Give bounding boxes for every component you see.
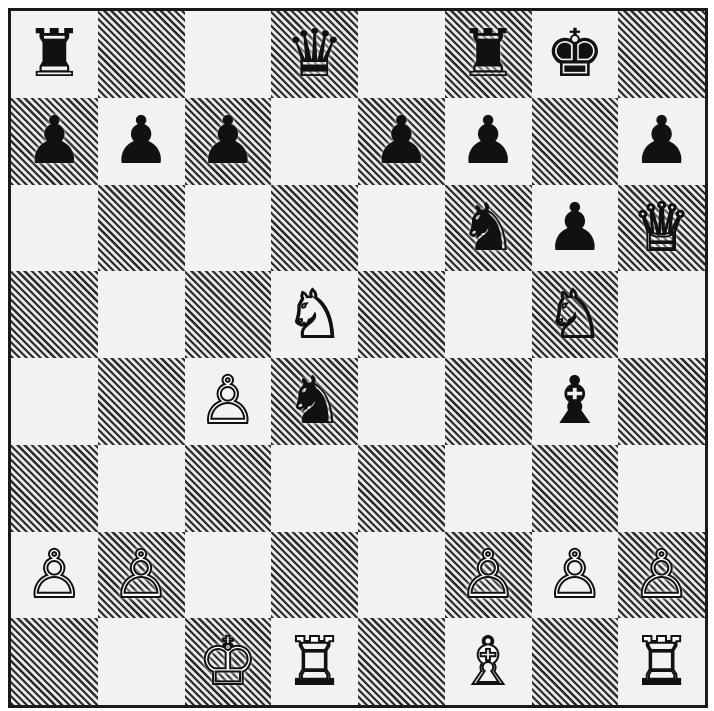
white-queen-icon[interactable]: ♕ [632,195,691,261]
square-f7[interactable]: ♟ [445,98,532,185]
white-pawn-icon[interactable]: ♙ [112,542,171,608]
square-f1[interactable]: ♗ [445,618,532,705]
black-pawn-icon[interactable]: ♟ [372,108,431,174]
square-b2[interactable]: ♙ [98,532,185,619]
square-h5[interactable] [618,271,705,358]
square-d8[interactable]: ♛ [271,11,358,98]
square-e6[interactable] [358,185,445,272]
square-b1[interactable] [98,618,185,705]
square-g2[interactable]: ♙ [532,532,619,619]
square-h8[interactable] [618,11,705,98]
square-e7[interactable]: ♟ [358,98,445,185]
square-c8[interactable] [185,11,272,98]
square-f3[interactable] [445,445,532,532]
white-king-icon[interactable]: ♔ [198,629,257,695]
square-e5[interactable] [358,271,445,358]
black-knight-icon[interactable]: ♞ [285,368,344,434]
chess-board: ♜ ♛ ♜ ♚ ♟ ♟ ♟ ♟ ♟ ♟ ♞ ♟ ♕ ♘ ♘ ♙ ♞ ♝ ♙ ♙ ♙ ♙ ♙ ♔ ♖ ♗ ♖ [8,8,708,708]
square-f2[interactable]: ♙ [445,532,532,619]
square-a3[interactable] [11,445,98,532]
square-c2[interactable] [185,532,272,619]
square-h3[interactable] [618,445,705,532]
white-pawn-icon[interactable]: ♙ [459,542,518,608]
black-pawn-icon[interactable]: ♟ [545,195,604,261]
square-a2[interactable]: ♙ [11,532,98,619]
square-d1[interactable]: ♖ [271,618,358,705]
square-e4[interactable] [358,358,445,445]
square-e2[interactable] [358,532,445,619]
square-d5[interactable]: ♘ [271,271,358,358]
square-a5[interactable] [11,271,98,358]
black-pawn-icon[interactable]: ♟ [632,108,691,174]
square-e8[interactable] [358,11,445,98]
square-a6[interactable] [11,185,98,272]
square-c1[interactable]: ♔ [185,618,272,705]
square-c3[interactable] [185,445,272,532]
square-h1[interactable]: ♖ [618,618,705,705]
black-queen-icon[interactable]: ♛ [285,21,344,87]
square-f4[interactable] [445,358,532,445]
black-rook-icon[interactable]: ♜ [25,21,84,87]
square-f6[interactable]: ♞ [445,185,532,272]
white-rook-icon[interactable]: ♖ [285,629,344,695]
square-d6[interactable] [271,185,358,272]
square-c4[interactable]: ♙ [185,358,272,445]
black-pawn-icon[interactable]: ♟ [112,108,171,174]
square-c7[interactable]: ♟ [185,98,272,185]
white-pawn-icon[interactable]: ♙ [632,542,691,608]
square-f8[interactable]: ♜ [445,11,532,98]
square-h7[interactable]: ♟ [618,98,705,185]
square-b8[interactable] [98,11,185,98]
square-h4[interactable] [618,358,705,445]
square-a1[interactable] [11,618,98,705]
black-rook-icon[interactable]: ♜ [459,21,518,87]
square-d3[interactable] [271,445,358,532]
square-d2[interactable] [271,532,358,619]
square-e1[interactable] [358,618,445,705]
square-c6[interactable] [185,185,272,272]
square-h6[interactable]: ♕ [618,185,705,272]
square-b7[interactable]: ♟ [98,98,185,185]
black-bishop-icon[interactable]: ♝ [545,368,604,434]
black-king-icon[interactable]: ♚ [545,21,604,87]
white-pawn-icon[interactable]: ♙ [198,368,257,434]
black-knight-icon[interactable]: ♞ [459,195,518,261]
square-d4[interactable]: ♞ [271,358,358,445]
square-g4[interactable]: ♝ [532,358,619,445]
black-pawn-icon[interactable]: ♟ [459,108,518,174]
square-b5[interactable] [98,271,185,358]
white-bishop-icon[interactable]: ♗ [459,629,518,695]
black-pawn-icon[interactable]: ♟ [198,108,257,174]
white-knight-icon[interactable]: ♘ [545,282,604,348]
white-pawn-icon[interactable]: ♙ [25,542,84,608]
square-b3[interactable] [98,445,185,532]
square-h2[interactable]: ♙ [618,532,705,619]
square-g6[interactable]: ♟ [532,185,619,272]
square-a7[interactable]: ♟ [11,98,98,185]
square-b6[interactable] [98,185,185,272]
square-g5[interactable]: ♘ [532,271,619,358]
square-a8[interactable]: ♜ [11,11,98,98]
square-g8[interactable]: ♚ [532,11,619,98]
square-c5[interactable] [185,271,272,358]
square-g3[interactable] [532,445,619,532]
square-f5[interactable] [445,271,532,358]
square-e3[interactable] [358,445,445,532]
white-pawn-icon[interactable]: ♙ [545,542,604,608]
square-a4[interactable] [11,358,98,445]
white-knight-icon[interactable]: ♘ [285,282,344,348]
black-pawn-icon[interactable]: ♟ [25,108,84,174]
square-g7[interactable] [532,98,619,185]
square-g1[interactable] [532,618,619,705]
square-b4[interactable] [98,358,185,445]
white-rook-icon[interactable]: ♖ [632,629,691,695]
square-d7[interactable] [271,98,358,185]
